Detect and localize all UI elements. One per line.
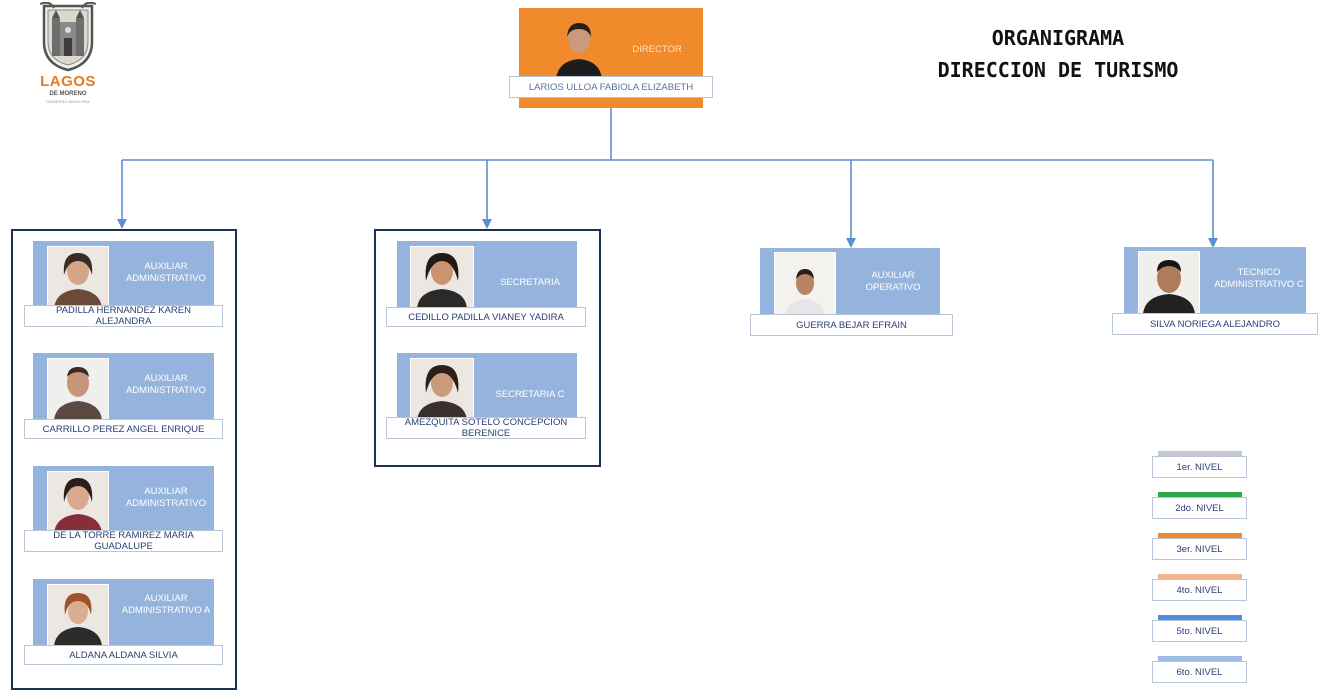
employee-name-text: CEDILLO PADILLA VIANEY YADIRA xyxy=(408,311,564,323)
employee-card[interactable]: SECRETARIA C AMEZQUITA SOTELO CONCEPCION… xyxy=(386,353,586,439)
legend-item: 3er. NIVEL xyxy=(1152,538,1247,560)
legend-item: 2do. NIVEL xyxy=(1152,497,1247,519)
employee-role: SECRETARIA xyxy=(499,277,560,288)
person-icon xyxy=(54,478,102,533)
group-administrativo xyxy=(11,229,237,690)
director-name: LARIOS ULLOA FABIOLA ELIZABETH xyxy=(509,76,713,98)
employee-name-text: ALDANA ALDANA SILVIA xyxy=(69,649,178,661)
employee-role: AUXILIAR ADMINISTRATIVO A xyxy=(121,593,211,616)
lagos-de-moreno-logo: LAGOS DE MORENO GOBIERNO MUNICIPAL xyxy=(30,1,106,104)
employee-card[interactable]: TECNICO ADMINISTRATIVO C SILVA NORIEGA A… xyxy=(1112,247,1318,335)
director-name-text: LARIOS ULLOA FABIOLA ELIZABETH xyxy=(528,81,694,93)
employee-photo xyxy=(47,471,109,534)
person-icon xyxy=(1143,260,1195,314)
employee-role: SECRETARIA C xyxy=(495,389,565,400)
employee-name-text: CARRILLO PEREZ ANGEL ENRIQUE xyxy=(42,423,205,435)
employee-role: AUXILIAR OPERATIVO xyxy=(865,270,921,293)
employee-name: CEDILLO PADILLA VIANEY YADIRA xyxy=(386,307,586,327)
employee-name-text: GUERRA BEJAR EFRAIN xyxy=(796,319,907,331)
director-card[interactable]: DIRECTOR LARIOS ULLOA FABIOLA ELIZABETH xyxy=(509,8,713,108)
employee-card[interactable]: AUXILIAR ADMINISTRATIVO CARRILLO PEREZ A… xyxy=(24,353,223,439)
legend-label: 1er. NIVEL xyxy=(1176,461,1223,473)
person-icon xyxy=(785,269,825,315)
legend-item: 4to. NIVEL xyxy=(1152,579,1247,601)
employee-name-text: AMEZQUITA SOTELO CONCEPCION BERENICE xyxy=(404,417,568,439)
employee-card[interactable]: AUXILIAR OPERATIVO GUERRA BEJAR EFRAIN xyxy=(750,248,953,336)
director-role: DIRECTOR xyxy=(632,44,682,55)
employee-role: AUXILIAR ADMINISTRATIVO xyxy=(125,486,207,509)
logo-subtext: DE MORENO xyxy=(49,91,87,97)
crest-icon xyxy=(39,1,97,72)
employee-name: DE LA TORRE RAMIREZ MARIA GUADALUPE xyxy=(24,530,223,552)
person-icon xyxy=(556,23,602,79)
legend-item: 5to. NIVEL xyxy=(1152,620,1247,642)
employee-photo xyxy=(47,358,109,421)
employee-card[interactable]: AUXILIAR ADMINISTRATIVO PADILLA HERNANDE… xyxy=(24,241,223,327)
legend-label: 3er. NIVEL xyxy=(1176,543,1223,555)
logo-text: LAGOS xyxy=(40,73,96,90)
legend-label: 4to. NIVEL xyxy=(1176,584,1223,596)
employee-card[interactable]: AUXILIAR ADMINISTRATIVO A ALDANA ALDANA … xyxy=(24,579,223,665)
page-title: ORGANIGRAMA DIRECCION DE TURISMO xyxy=(878,22,1238,86)
group-secretaria xyxy=(374,229,601,467)
title-line-1: ORGANIGRAMA xyxy=(991,26,1125,50)
title-line-2: DIRECCION DE TURISMO xyxy=(937,58,1179,82)
employee-role: TECNICO ADMINISTRATIVO C xyxy=(1214,267,1304,290)
employee-role: AUXILIAR ADMINISTRATIVO xyxy=(125,373,207,396)
person-icon xyxy=(417,253,467,308)
person-icon xyxy=(54,367,102,420)
logo-tagline: GOBIERNO MUNICIPAL xyxy=(45,99,91,104)
employee-name-text: SILVA NORIEGA ALEJANDRO xyxy=(1149,318,1281,330)
employee-photo xyxy=(410,358,474,421)
employee-photo xyxy=(410,246,474,309)
employee-name: PADILLA HERNANDEZ KAREN ALEJANDRA xyxy=(24,305,223,327)
legend-label: 2do. NIVEL xyxy=(1175,502,1224,514)
person-icon xyxy=(54,253,102,308)
employee-photo xyxy=(1138,251,1200,315)
employee-photo xyxy=(47,246,109,309)
legend-label: 5to. NIVEL xyxy=(1176,625,1223,637)
employee-name: CARRILLO PEREZ ANGEL ENRIQUE xyxy=(24,419,223,439)
person-icon xyxy=(54,593,102,646)
employee-name-text: PADILLA HERNANDEZ KAREN ALEJANDRA xyxy=(56,305,191,327)
employee-photo xyxy=(47,584,109,647)
employee-name: GUERRA BEJAR EFRAIN xyxy=(750,314,953,336)
legend-item: 6to. NIVEL xyxy=(1152,661,1247,683)
employee-name: SILVA NORIEGA ALEJANDRO xyxy=(1112,313,1318,335)
employee-name: AMEZQUITA SOTELO CONCEPCION BERENICE xyxy=(386,417,586,439)
legend-label: 6to. NIVEL xyxy=(1176,666,1223,678)
person-icon xyxy=(417,365,467,420)
employee-name-text: DE LA TORRE RAMIREZ MARIA GUADALUPE xyxy=(53,530,194,552)
employee-role: AUXILIAR ADMINISTRATIVO xyxy=(125,261,207,284)
director-photo xyxy=(549,14,609,80)
employee-card[interactable]: SECRETARIA CEDILLO PADILLA VIANEY YADIRA xyxy=(386,241,586,327)
legend-item: 1er. NIVEL xyxy=(1152,456,1247,478)
employee-photo xyxy=(774,252,836,316)
employee-name: ALDANA ALDANA SILVIA xyxy=(24,645,223,665)
employee-card[interactable]: AUXILIAR ADMINISTRATIVO DE LA TORRE RAMI… xyxy=(24,466,223,552)
